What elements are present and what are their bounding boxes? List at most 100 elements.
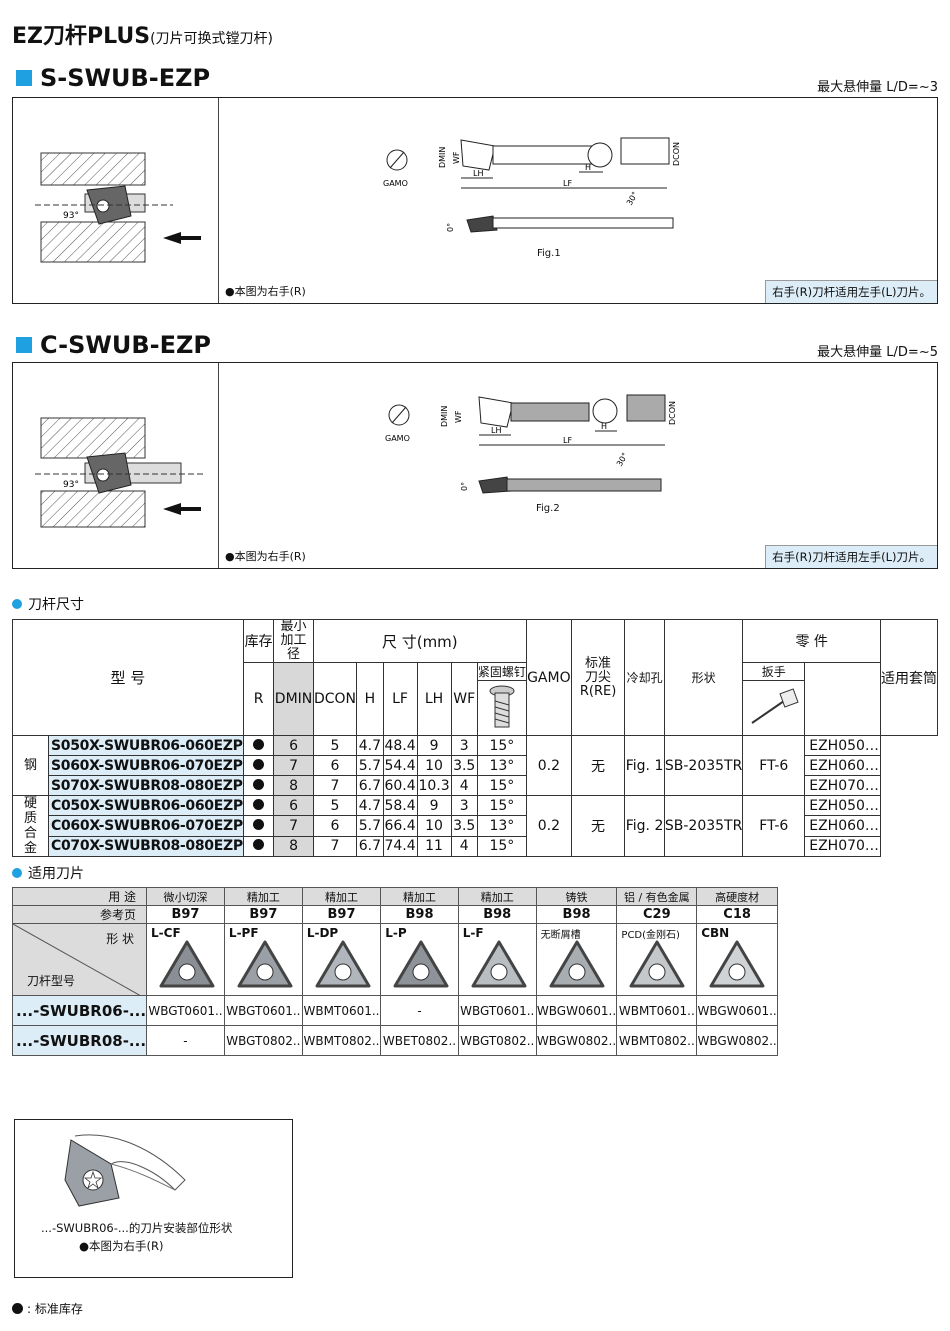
svg-text:GAMO: GAMO (383, 179, 408, 188)
h-cell: 5.7 (356, 815, 384, 837)
stock-cell (242, 794, 275, 817)
th-re: 标准刀尖R(RE) (570, 619, 626, 736)
th-wf: WF (450, 662, 478, 736)
usage-cell: 铸铁 (535, 887, 618, 906)
dmin-cell: 6 (273, 794, 314, 817)
holder-cell: ...-SWUBR06-... (11, 995, 148, 1026)
dcon-cell: 6 (312, 815, 358, 837)
stock-cell (242, 835, 275, 858)
dcon-cell: 5 (312, 735, 358, 756)
lf-cell: 60.4 (382, 775, 418, 796)
insert-code-cell: WBET0802.. (380, 1025, 459, 1056)
svg-text:DCON: DCON (668, 401, 677, 425)
wf-cell: 3 (450, 735, 478, 756)
model-cell: C070X-SWUBR08-080EZP (48, 835, 244, 858)
svg-text:0°: 0° (460, 482, 469, 491)
sleeve-cell: EZH070… (804, 835, 881, 858)
right-hand-note: ●本图为右手(R) (225, 550, 306, 563)
screw-cell: SB-2035TR (663, 735, 744, 796)
usage-cell: 铝 / 有色金属 (616, 887, 698, 906)
dcon-cell: 6 (312, 755, 358, 776)
th-coolant: 冷却孔 (624, 619, 665, 736)
re-cell: 0.2 (525, 795, 572, 857)
wf-cell: 3.5 (450, 815, 478, 837)
wrench-cell: FT-6 (742, 735, 806, 796)
dcon-cell: 7 (312, 775, 358, 796)
insert-row: ...-SWUBR08-...-WBGT0802..WBMT0802..WBET… (11, 1025, 778, 1056)
usage-cell: 精加工 (301, 887, 382, 906)
th-stock: 库存 (242, 619, 275, 663)
lh-cell: 11 (416, 835, 452, 858)
gamo-cell: 15° (476, 735, 527, 756)
insert-code-cell: WBGT0802.. (223, 1025, 303, 1056)
page-title-main: EZ刀杆PLUS (12, 24, 151, 49)
section-header-s-swub: S-SWUB-EZP (16, 64, 210, 92)
ref-page-cell: B98 (535, 905, 618, 924)
th-wrench-label: 扳手 (743, 664, 804, 681)
insert-code-cell: WBGT0601.. (146, 995, 225, 1026)
insert-code-cell: WBGW0601.. (535, 995, 618, 1026)
th-h: H (356, 662, 384, 736)
holder-drawing-1: GAMO LH LF H DMIN WF DCON 0° 30° (383, 137, 681, 233)
stock-bullet-icon (253, 798, 265, 810)
model-cell: C050X-SWUBR06-060EZP (48, 794, 244, 817)
stock-bullet-icon (253, 839, 265, 851)
insert-shape-cell: L-DP (301, 923, 382, 996)
stock-bullet-icon (253, 758, 265, 770)
lh-cell: 10 (416, 815, 452, 837)
wf-cell: 4 (450, 775, 478, 796)
svg-text:WF: WF (454, 410, 463, 423)
page-title-sub: (刀片可换式镗刀杆) (150, 31, 273, 47)
wrench-cell: FT-6 (742, 795, 806, 857)
gamo-cell: 15° (476, 775, 527, 796)
section-square-icon (16, 70, 32, 86)
mount-caption: ...-SWUBR06-...的刀片安装部位形状 (41, 1221, 233, 1235)
shape-name: L-P (385, 926, 407, 940)
sleeve-cell: EZH060… (804, 755, 881, 776)
usage-cell: 微小切深 (146, 887, 225, 906)
usage-cell: 精加工 (223, 887, 303, 906)
insert-code-cell: WBMT0802.. (301, 1025, 382, 1056)
coolant-cell: 无 (570, 795, 626, 857)
insert-icon (393, 940, 449, 988)
insert-icon (315, 940, 371, 988)
ld-ratio: 最大悬伸量 L/D=~3 (817, 80, 938, 95)
svg-text:DMIN: DMIN (440, 406, 449, 427)
left-insert-note: 右手(R)刀杆适用左手(L)刀片。 (765, 280, 937, 303)
dims-heading-text: 刀杆尺寸 (28, 597, 84, 613)
ref-page-cell: B97 (146, 905, 225, 924)
svg-text:30°: 30° (615, 451, 630, 468)
lf-cell: 58.4 (382, 794, 418, 817)
sleeve-cell: EZH050… (804, 794, 881, 817)
shape-name: L-F (462, 926, 484, 940)
th-lh: LH (416, 662, 452, 736)
h-cell: 6.7 (356, 835, 384, 858)
gamo-cell: 13° (476, 755, 527, 776)
dcon-cell: 7 (312, 835, 358, 858)
gamo-cell: 15° (476, 835, 527, 858)
lh-cell: 9 (416, 735, 452, 756)
re-cell: 0.2 (525, 735, 572, 796)
insert-shape-cell: L-P (380, 923, 459, 996)
shape-name: 无断屑槽 (540, 930, 581, 941)
fig-label: Fig.2 (536, 503, 560, 514)
sleeve-cell: EZH050… (804, 735, 881, 756)
holder-drawing-2: GAMO LH LF H DMIN WF DCON 0° 30° (385, 394, 677, 494)
bullet-dot-icon (12, 599, 22, 609)
insert-shape-cell: CBN (696, 923, 778, 996)
svg-text:H: H (585, 163, 591, 172)
fig-cell: Fig. 1 (624, 735, 665, 796)
th-wrench: 扳手 (742, 662, 806, 736)
dcon-cell: 5 (312, 794, 358, 817)
svg-text:DCON: DCON (672, 142, 681, 166)
section-header-c-swub: C-SWUB-EZP (16, 331, 211, 359)
inserts-table: 用 途 微小切深精加工精加工精加工精加工铸铁铝 / 有色金属高硬度材 参考页 B… (11, 887, 778, 1056)
lf-cell: 66.4 (382, 815, 418, 837)
insert-code-cell: - (380, 995, 459, 1026)
ref-page-cell: C18 (696, 905, 778, 924)
shape-holder-label: 形 状 刀杆型号 (11, 923, 148, 996)
sleeve-cell: EZH070… (804, 775, 881, 796)
mount-shape-box: ...-SWUBR06-...的刀片安装部位形状 ●本图为右手(R) (14, 1119, 293, 1278)
